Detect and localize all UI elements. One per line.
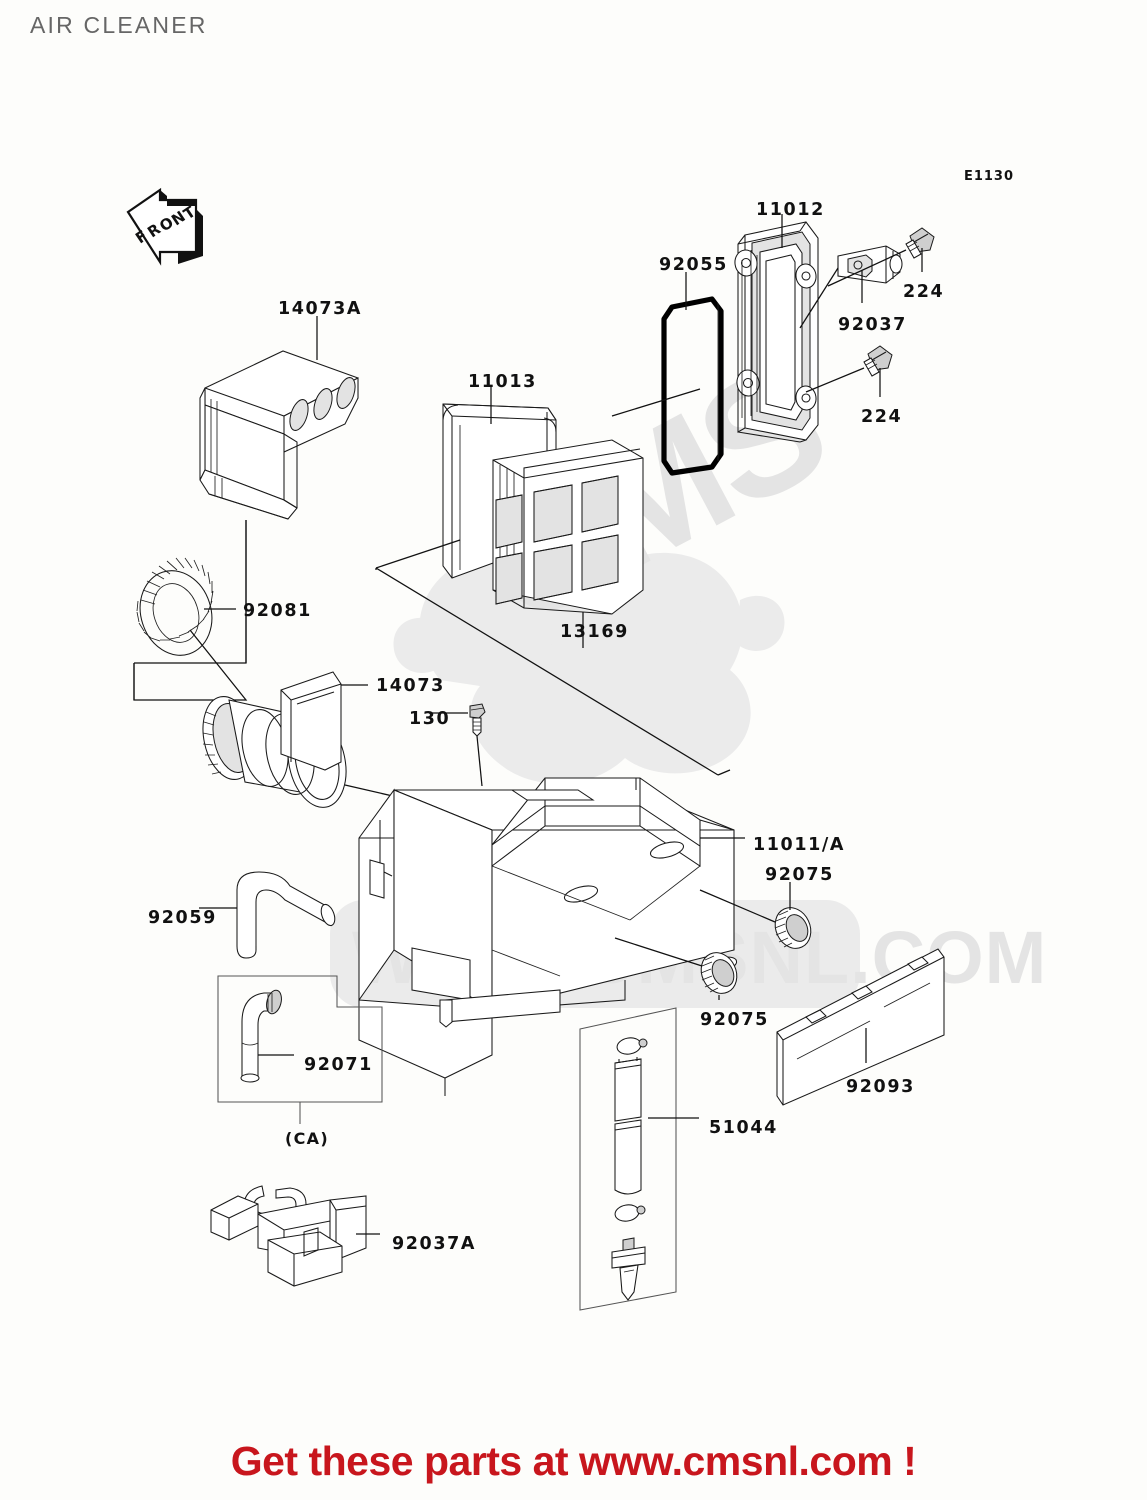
callout-14073A[interactable]: 14073A: [278, 299, 363, 319]
part-224-screw-upper: [906, 228, 934, 258]
callout-ca-variant: (CA): [285, 1129, 329, 1148]
part-92075-damper-upper: [769, 902, 818, 954]
part-14073-duct: [196, 672, 354, 813]
callout-92037[interactable]: 92037: [838, 315, 907, 335]
part-92059-hose: [237, 872, 337, 958]
leader-92037-to-cover: [800, 268, 838, 328]
part-92075-damper-lower: [695, 947, 744, 999]
callout-11013[interactable]: 11013: [468, 372, 537, 392]
leader-14073A-group: [134, 520, 246, 663]
callout-51044[interactable]: 51044: [709, 1118, 778, 1138]
leader-92055-to-part: [612, 389, 700, 416]
callout-92075-lower[interactable]: 92075: [700, 1010, 769, 1030]
part-11012-cover: [733, 222, 818, 442]
callout-92081[interactable]: 92081: [243, 601, 312, 621]
callout-92059[interactable]: 92059: [148, 908, 217, 928]
callout-92075-upper[interactable]: 92075: [765, 865, 834, 885]
callout-11011A[interactable]: 11011/A: [753, 835, 846, 855]
part-51044-contents: [612, 1036, 647, 1300]
leader-11013-group: [376, 540, 460, 568]
part-130-bolt: [470, 704, 485, 736]
leader-130-to-case: [477, 736, 482, 786]
ca-variant-group: [218, 976, 382, 1124]
part-92037A-clamp: [211, 1186, 366, 1286]
leader-92075-upper-to-case: [700, 890, 775, 922]
part-13169-plate: [493, 440, 643, 614]
leader-92075-lower-to-case: [615, 938, 702, 966]
callout-92093[interactable]: 92093: [846, 1077, 915, 1097]
leader-224-upper-to-part: [828, 250, 906, 286]
callout-13169[interactable]: 13169: [560, 622, 629, 642]
part-92055-gasket: [664, 299, 721, 473]
assembly-guide-lines: [134, 520, 730, 775]
part-92093-seal-bar: [777, 949, 944, 1105]
part-92071-joint: [241, 989, 284, 1082]
leader-224-lower-to-part: [806, 368, 864, 392]
callout-130[interactable]: 130: [409, 709, 451, 729]
page-title: AIR CLEANER: [30, 12, 208, 38]
callout-224-lower[interactable]: 224: [861, 407, 903, 427]
diagram-code: E1130: [963, 169, 1014, 184]
callout-224-upper[interactable]: 224: [903, 282, 945, 302]
callout-11012[interactable]: 11012: [756, 200, 825, 220]
part-92081-spring: [129, 558, 222, 665]
callout-92071[interactable]: 92071: [304, 1055, 373, 1075]
part-224-screw-lower: [864, 346, 892, 376]
front-arrow-icon: F R O N T: [128, 190, 203, 264]
callout-92055[interactable]: 92055: [659, 255, 728, 275]
callout-92037A[interactable]: 92037A: [392, 1234, 477, 1254]
callout-14073[interactable]: 14073: [376, 676, 445, 696]
part-14073A-duct: [200, 351, 359, 519]
part-11011A-case: [359, 778, 738, 1096]
leader-92081-group: [134, 630, 246, 700]
part-51044-group: [580, 1008, 676, 1310]
footer-cta[interactable]: Get these parts at www.cmsnl.com !: [230, 1438, 917, 1484]
